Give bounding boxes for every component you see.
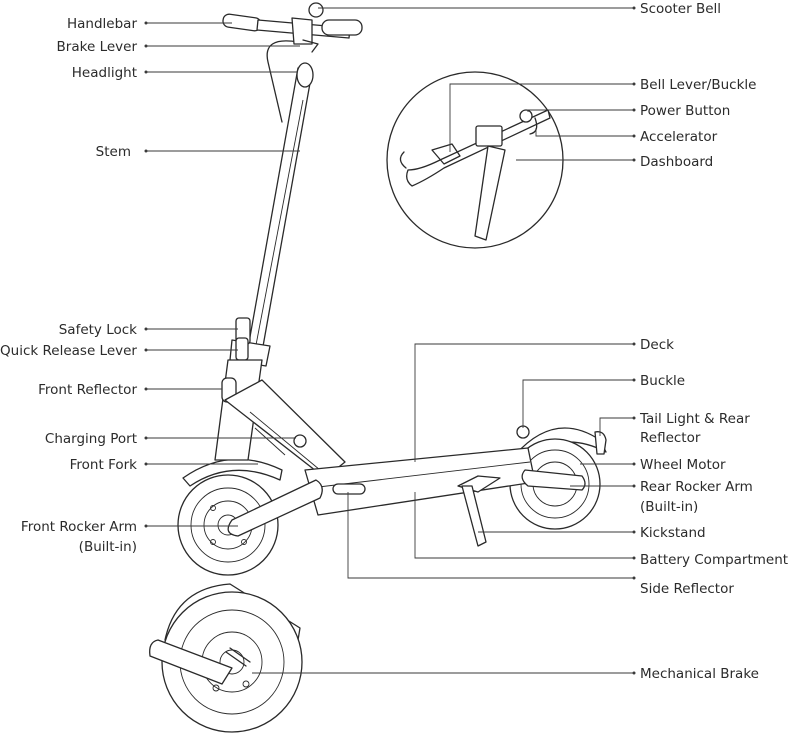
label-kickstand: Kickstand	[640, 525, 706, 541]
label-bell-lever-buckle: Bell Lever/Buckle	[640, 77, 756, 93]
front-rocker-arm	[227, 479, 323, 537]
tail-light	[594, 431, 607, 455]
labels-right: Scooter Bell Bell Lever/Buckle Power But…	[639, 1, 788, 682]
charging-port	[293, 434, 307, 448]
label-headlight: Headlight	[72, 65, 137, 81]
headlight	[296, 62, 314, 88]
label-front-reflector: Front Reflector	[38, 382, 137, 398]
front-fender	[182, 458, 283, 487]
handlebar-closeup	[386, 71, 564, 249]
label-deck: Deck	[640, 337, 674, 353]
label-rear-rocker-arm: Rear Rocker Arm	[640, 479, 753, 495]
label-buckle: Buckle	[640, 373, 685, 389]
label-charging-port: Charging Port	[45, 431, 137, 447]
label-accelerator: Accelerator	[640, 129, 718, 145]
label-handlebar: Handlebar	[67, 16, 137, 32]
rear-rocker-arm	[521, 469, 586, 491]
side-reflector	[332, 483, 366, 495]
label-mechanical-brake: Mechanical Brake	[640, 666, 759, 682]
kickstand	[461, 485, 487, 547]
label-brake-lever: Brake Lever	[57, 39, 138, 55]
label-power-button: Power Button	[640, 103, 730, 119]
scooter-illustration	[149, 2, 607, 733]
label-rear-rocker-arm-builtin: (Built-in)	[640, 499, 698, 515]
handlebar-assembly	[222, 2, 363, 53]
label-side-reflector: Side Reflector	[640, 581, 734, 597]
label-scooter-bell: Scooter Bell	[640, 1, 721, 17]
label-front-rocker-arm-builtin: (Built-in)	[79, 539, 137, 555]
labels-left: Handlebar Brake Lever Headlight Stem Saf…	[0, 16, 137, 555]
leader-lines	[144, 6, 636, 675]
deck	[304, 447, 536, 516]
label-wheel-motor: Wheel Motor	[640, 457, 726, 473]
label-stem: Stem	[96, 144, 131, 160]
label-tail-light: Tail Light & Rear	[639, 411, 750, 427]
label-safety-lock: Safety Lock	[59, 322, 137, 338]
label-front-fork: Front Fork	[70, 457, 138, 473]
label-dashboard: Dashboard	[640, 154, 713, 170]
label-front-rocker-arm: Front Rocker Arm	[21, 519, 137, 535]
label-quick-release-lever: Quick Release Lever	[0, 343, 137, 359]
label-tail-light-reflector: Reflector	[640, 430, 701, 446]
label-battery-compartment: Battery Compartment	[640, 552, 788, 568]
front-neck	[224, 379, 346, 479]
mechanical-brake-closeup	[149, 583, 303, 733]
brake-cable	[266, 40, 299, 123]
